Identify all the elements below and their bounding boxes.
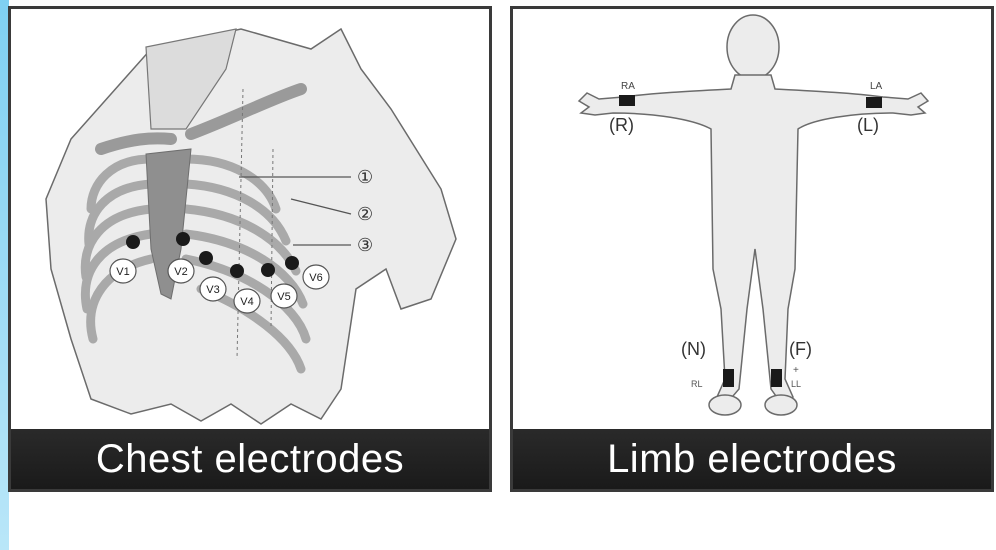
landmark-1: ①	[357, 167, 373, 187]
ra-letter: (R)	[609, 115, 634, 135]
ll-code: LL	[791, 379, 801, 389]
la-letter: (L)	[857, 115, 879, 135]
ll-letter: (F)	[789, 339, 812, 359]
landmark-3: ③	[357, 235, 373, 255]
ll-mark: +	[793, 365, 799, 376]
chest-illustration: ① ② ③	[11, 9, 489, 429]
chest-electrodes-panel: ① ② ③	[8, 6, 492, 492]
body-silhouette	[579, 15, 928, 415]
lead-v1: V1	[116, 266, 129, 278]
chest-caption: Chest electrodes	[11, 429, 489, 489]
limb-caption: Limb electrodes	[513, 429, 991, 489]
lead-v3: V3	[206, 284, 219, 296]
lead-v6: V6	[309, 272, 322, 284]
lead-v5: V5	[277, 291, 290, 303]
limb-electrodes-panel: RA (R) LA (L) (N) RL (F) + LL Limb elect…	[510, 6, 994, 492]
lead-v4: V4	[240, 296, 253, 308]
la-code: LA	[870, 81, 883, 92]
landmark-2: ②	[357, 204, 373, 224]
limb-illustration: RA (R) LA (L) (N) RL (F) + LL	[513, 9, 991, 429]
ra-code: RA	[621, 81, 635, 92]
rl-letter: (N)	[681, 339, 706, 359]
lead-v2: V2	[174, 266, 187, 278]
rl-code: RL	[691, 379, 703, 389]
